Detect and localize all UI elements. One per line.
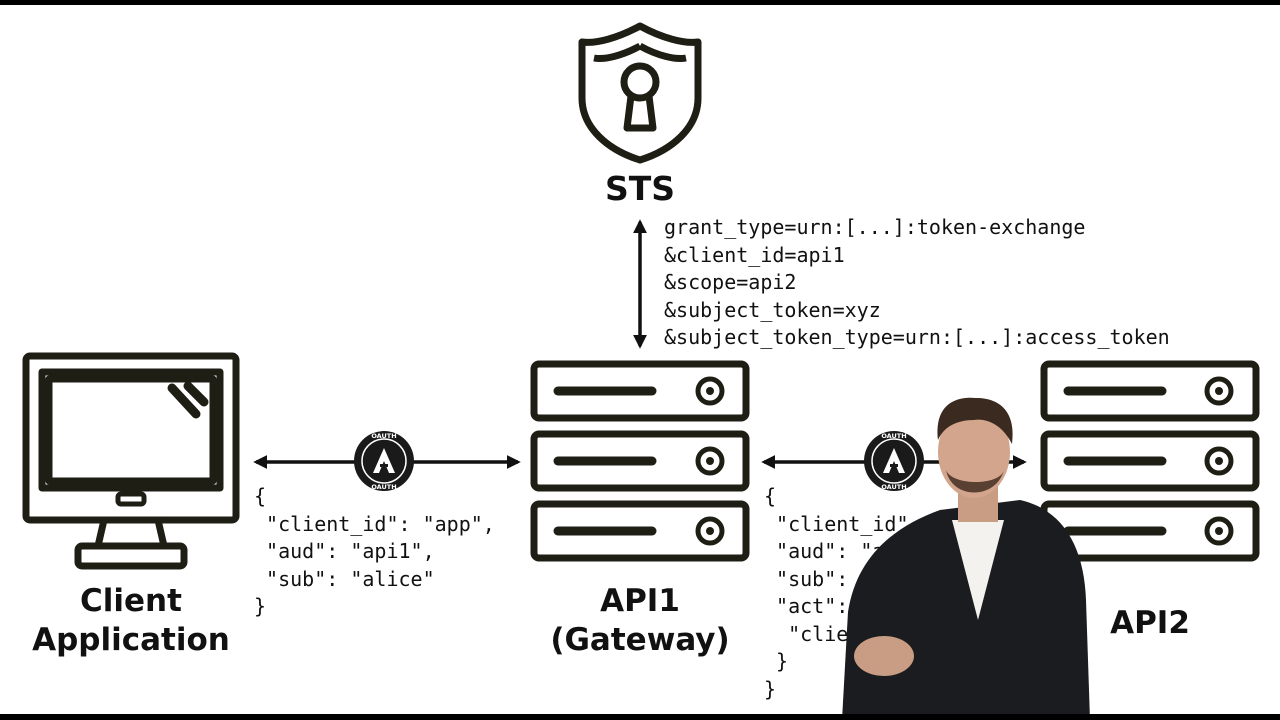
server-stack-icon xyxy=(1040,360,1260,562)
json-line: { xyxy=(254,484,267,508)
badge-top-text: OAUTH xyxy=(881,432,906,440)
client-application-label: Client Application xyxy=(32,583,230,658)
computer-monitor-icon xyxy=(22,352,240,570)
bottom-border xyxy=(0,714,1280,720)
json-line: "sub": "alice" xyxy=(254,566,435,591)
oauth-badge-icon: OAUTH OAUTH xyxy=(864,431,924,491)
access-token-payload-client: { "client_id": "app", "aud": "api1", "su… xyxy=(254,483,495,621)
request-line: &subject_token=xyz xyxy=(664,297,881,322)
shield-keyhole-icon xyxy=(578,22,702,164)
badge-bottom-text: OAUTH xyxy=(881,483,906,491)
token-exchange-request: grant_type=urn:[...]:token-exchange&clie… xyxy=(664,214,1170,352)
request-line: grant_type=urn:[...]:token-exchange xyxy=(664,215,1086,239)
json-line: } xyxy=(764,649,789,673)
top-border xyxy=(0,0,1280,5)
request-line: &client_id=api1 xyxy=(664,242,845,267)
json-line: { xyxy=(764,484,777,508)
request-line: &scope=api2 xyxy=(664,270,797,294)
api1-gateway-label: API1 (Gateway) xyxy=(550,583,730,658)
access-token-payload-api1: { "client_id" "aud": "a "sub": " "act": … xyxy=(764,483,909,703)
request-line: &subject_token_type=urn:[...]:access_tok… xyxy=(664,325,1170,349)
badge-bottom-text: OAUTH xyxy=(371,483,396,491)
json-line: "aud": "a xyxy=(764,539,885,563)
oauth-badge-icon: OAUTH OAUTH xyxy=(354,431,414,491)
sts-label: STS xyxy=(604,169,676,208)
api2-label: API2 xyxy=(1110,605,1190,641)
json-line: } xyxy=(764,676,777,701)
json-line: "aud": "api1", xyxy=(254,539,435,563)
json-line: } xyxy=(254,594,267,618)
json-line: "client_id": "app", xyxy=(254,511,495,536)
server-stack-icon xyxy=(530,360,750,562)
badge-top-text: OAUTH xyxy=(371,432,396,440)
json-line: "client_id" xyxy=(764,511,909,536)
